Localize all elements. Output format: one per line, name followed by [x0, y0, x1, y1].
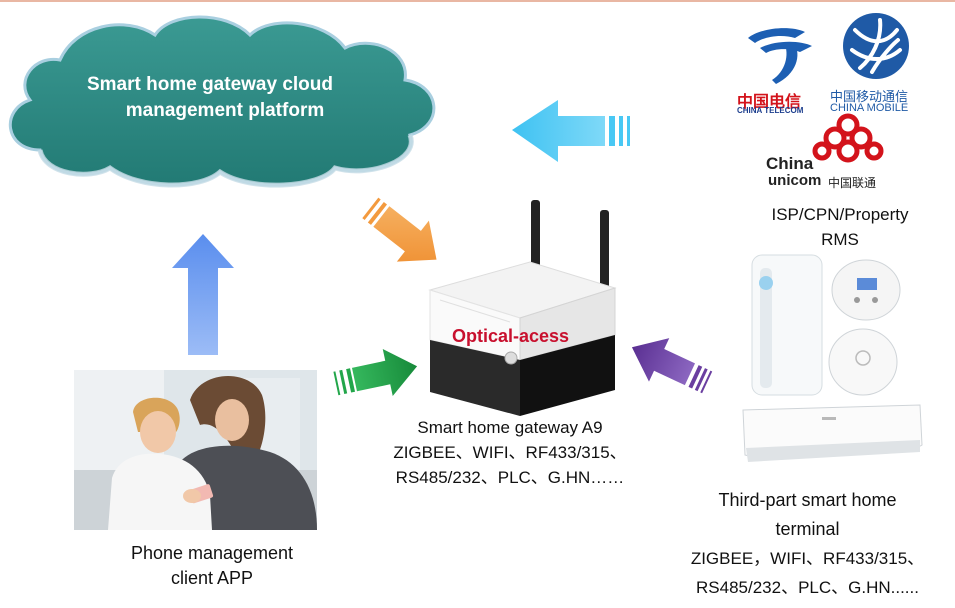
isp-label: ISP/CPN/Property RMS: [725, 202, 955, 252]
isp-to-cloud-arrow: [512, 100, 630, 162]
unicom-cn-text: 中国联通: [828, 176, 877, 190]
china-telecom-logo: [748, 28, 812, 84]
gateway-device: [428, 200, 617, 416]
mobile-en-text: CHINA MOBILE: [830, 102, 909, 114]
telecom-en-text: CHINA TELECOM: [737, 106, 804, 115]
optical-access-badge: Optical-acess: [452, 326, 570, 346]
gateway-label: Smart home gateway A9 ZIGBEE、WIFI、RF433/…: [360, 415, 660, 490]
gateway-title: Smart home gateway A9: [417, 418, 603, 437]
terminal-label-line2: terminal: [775, 519, 840, 539]
china-mobile-logo: [843, 13, 909, 79]
cloud-to-gateway-arrow: [362, 197, 437, 262]
phone-label-line2: client APP: [170, 568, 254, 588]
terminal-label: Third-part smart home terminal ZIGBEE，WI…: [660, 486, 955, 602]
isp-label-line2: RMS: [821, 230, 859, 249]
top-divider: [0, 0, 955, 2]
cloud-label-line1: Smart home gateway cloud: [86, 74, 333, 95]
cloud-label-line2: management platform: [125, 100, 325, 121]
telecom-cn-text: 中国电信: [737, 94, 802, 111]
gateway-protocols-1: ZIGBEE、WIFI、RF433/315、: [393, 443, 627, 462]
unicom-text-unicom: unicom: [768, 172, 822, 189]
unicom-text-china: China: [766, 154, 814, 173]
phone-app-label: Phone management client APP: [92, 541, 332, 591]
gateway-protocols-2: RS485/232、PLC、G.HN……: [395, 468, 625, 487]
cloud-shape: [8, 15, 436, 188]
cloud-platform-label: Smart home gateway cloud management plat…: [40, 72, 380, 124]
china-unicom-logo: [812, 113, 884, 163]
isp-label-line1: ISP/CPN/Property: [771, 205, 909, 224]
phone-to-gateway-arrow: [333, 349, 418, 396]
air-purifier: [751, 254, 823, 396]
terminal-label-line3: ZIGBEE，WIFI、RF433/315、: [690, 549, 925, 568]
mobile-cn-text: 中国移动通信: [830, 89, 909, 104]
terminal-label-line1: Third-part smart home: [718, 490, 897, 510]
co-detector: [831, 259, 901, 321]
family-photo: [74, 370, 317, 530]
terminal-to-gateway-arrow: [631, 338, 713, 394]
smart-button: [828, 328, 898, 396]
phone-label-line1: Phone management: [130, 543, 294, 563]
terminal-label-line4: RS485/232、PLC、G.HN......: [696, 578, 919, 597]
phone-to-cloud-arrow: [172, 234, 234, 355]
air-conditioner: [742, 404, 923, 462]
